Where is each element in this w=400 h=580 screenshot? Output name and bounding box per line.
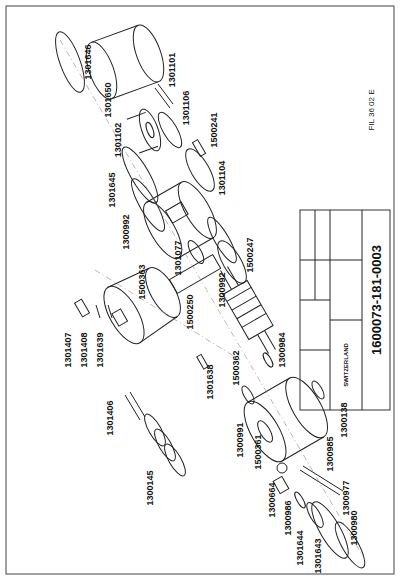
callout-number: 1300992 bbox=[122, 214, 131, 249]
callout-number: 1301638 bbox=[206, 364, 215, 399]
callout-number: 1300980 bbox=[350, 510, 359, 545]
callout-number: 1500241 bbox=[210, 112, 219, 147]
title-block-text: FIL 36 02 E bbox=[368, 89, 376, 130]
callout-number: 1301643 bbox=[314, 538, 323, 573]
callout-number: 1301407 bbox=[64, 332, 73, 367]
callout-number: 1300985 bbox=[326, 436, 335, 471]
callout-number: 1301101 bbox=[168, 53, 177, 88]
callout-number: 1300986 bbox=[284, 500, 293, 535]
callout-number: 1500363 bbox=[138, 264, 147, 299]
callout-number: 1301408 bbox=[80, 332, 89, 367]
callout-number: 1500362 bbox=[232, 350, 241, 385]
callout-number: 1301645 bbox=[108, 172, 117, 207]
callout-number: 1300991 bbox=[236, 422, 245, 457]
callout-number: 1301102 bbox=[114, 123, 123, 158]
callout-number: 1300145 bbox=[146, 470, 155, 505]
callout-number: 1300977 bbox=[342, 480, 351, 515]
callout-number: 1301406 bbox=[106, 400, 115, 435]
callout-number: 1301646 bbox=[84, 44, 93, 79]
callout-number: 1301650 bbox=[104, 82, 113, 117]
callout-number: 1300984 bbox=[278, 332, 287, 367]
callout-number: 1500250 bbox=[186, 294, 195, 329]
callout-number: 1301077 bbox=[174, 240, 183, 275]
callout-number: 1301644 bbox=[296, 530, 305, 565]
callout-number: 1500361 bbox=[254, 434, 263, 469]
callout-number: 1300992 bbox=[218, 272, 227, 307]
title-block bbox=[300, 210, 390, 410]
callout-number: 1300664 bbox=[268, 482, 277, 517]
callout-number: 1301104 bbox=[218, 161, 227, 196]
title-block-text: 1600073-181-0003 bbox=[370, 245, 383, 355]
callout-number: 1301639 bbox=[96, 332, 105, 367]
callout-number: 1301106 bbox=[182, 91, 191, 126]
callout-number: 1300138 bbox=[340, 402, 349, 437]
callout-number: 1500247 bbox=[246, 237, 255, 272]
title-block-text: SWITZERLAND bbox=[343, 343, 349, 387]
